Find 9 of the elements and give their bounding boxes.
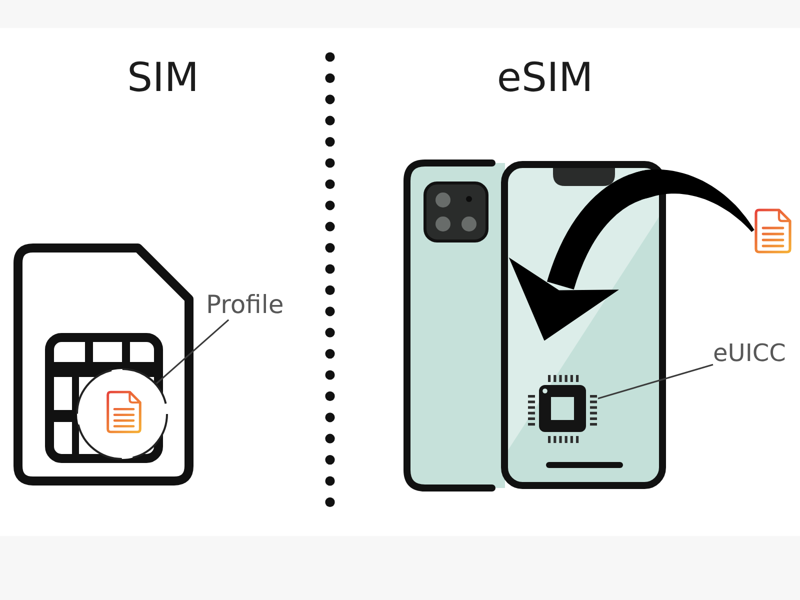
- leader-line: [598, 364, 714, 400]
- callout-label: eUICC: [713, 340, 786, 368]
- document-icon: [753, 206, 793, 256]
- callout-label: Profile: [206, 291, 284, 320]
- leader-line: [156, 319, 230, 384]
- chip-icon: [527, 374, 598, 444]
- curved-arrow: [510, 168, 754, 340]
- column-heading: eSIM: [496, 55, 594, 101]
- column-heading: SIM: [127, 55, 199, 101]
